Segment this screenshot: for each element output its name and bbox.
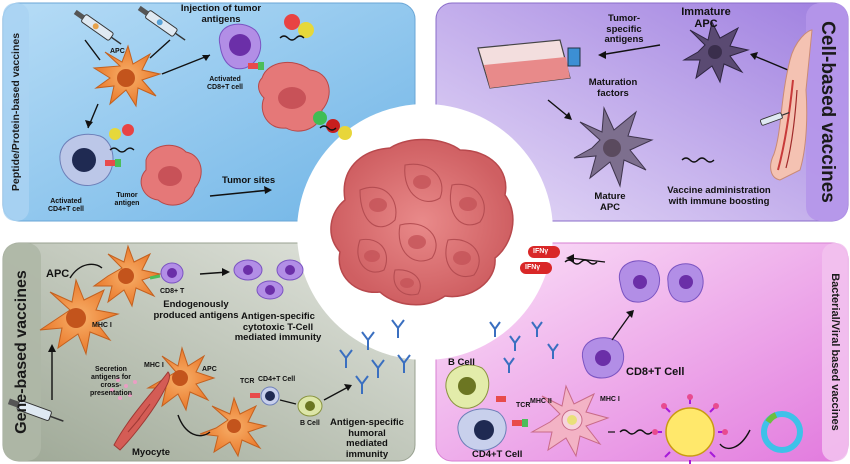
tumor-cell-illustration-1	[258, 61, 330, 132]
bact-mhc1-label: MHC I	[600, 396, 620, 403]
gene-apc-mid-label: APC	[202, 366, 217, 373]
bact-cd4-illustration	[457, 408, 507, 451]
myocyte-illustration	[113, 371, 171, 451]
syringe-icon-1	[73, 9, 122, 45]
peptide-quadrant-title: Peptide/Protein-based vaccines	[10, 32, 22, 192]
bact-apc-illustration	[530, 384, 610, 458]
gene-mhc1-a-label: MHC I	[92, 322, 112, 329]
gene-mhc1-b-label: MHC I	[144, 362, 164, 369]
ifn-badge-1	[528, 246, 560, 258]
gene-apc-top-label: APC	[46, 268, 70, 280]
gene-cd4t-label: CD4+T Cell	[258, 376, 296, 383]
gene-illustrations	[7, 244, 411, 458]
antibody-icons-gene	[339, 319, 411, 394]
syringe-icon-2	[137, 5, 186, 41]
antibody-icons-bact	[489, 321, 559, 373]
peptide-injection-label: Injection of tumor antigens	[180, 3, 262, 25]
syringe-icon-3	[759, 111, 790, 126]
bact-bcell-label: B Cell	[448, 357, 475, 368]
gene-cd8t-label: CD8+ T	[160, 288, 185, 295]
bact-ifn1-label: IFNγ	[533, 248, 549, 255]
tumor-cell-illustration-2	[140, 144, 202, 206]
bact-cd8-label: CD8+T Cell	[626, 366, 685, 378]
peptide-tumor-antigen-label: Tumor antigen	[114, 192, 140, 207]
bact-ifn2-label: IFNγ	[525, 264, 541, 271]
culture-flask-illustration	[477, 39, 581, 89]
gene-tcr-label: TCR	[240, 378, 255, 385]
secreted-antigens	[110, 378, 137, 400]
tumor-mass-illustration	[330, 138, 514, 306]
cell-maturation-label: Maturation factors	[588, 77, 638, 99]
cell-vaccine-admin-label: Vaccine administration with immune boost…	[667, 185, 771, 207]
gene-apc-left-illustration	[39, 278, 120, 356]
cell-tumor-specific-label: Tumor-specific antigens	[604, 13, 644, 45]
bacterial-quadrant-title: Bacterial/Viral based vaccines	[829, 273, 841, 431]
bacterial-illustrations	[445, 246, 803, 464]
gene-bcell-label: B Cell	[300, 420, 320, 427]
plasmid-ring-illustration	[761, 411, 803, 453]
gene-endogenous-label: Endogenously produced antigens	[153, 299, 239, 321]
cytokine-icons-1	[284, 14, 352, 140]
bact-mhc2-label: MHC II	[530, 398, 552, 405]
gene-apc-top-illustration	[92, 244, 162, 308]
syringe-icon-4	[7, 398, 64, 422]
cell-illustrations	[477, 20, 813, 188]
apc-cell-illustration	[92, 44, 162, 108]
gene-ctl-label: Antigen-specific cytotoxic T-Cell mediat…	[234, 311, 322, 343]
cell-mature-apc-label: Mature APC	[594, 191, 626, 213]
bact-tcr-label: TCR	[516, 402, 531, 409]
gene-humoral-label: Antigen-specific humoral mediated immuni…	[330, 417, 404, 460]
ifn-badge-2	[520, 262, 552, 274]
peptide-tumor-sites-label: Tumor sites	[222, 175, 276, 186]
human-body-illustration	[770, 29, 813, 181]
gene-bcell-illustration	[297, 395, 323, 417]
peptide-title-strip	[3, 3, 29, 221]
gene-quadrant-title: Gene-based vaccines	[13, 270, 30, 434]
mature-apc-illustration	[573, 106, 654, 188]
cell-quadrant-title: Cell-based vaccines	[817, 21, 838, 203]
cell-immature-apc-label: Immature APC	[681, 6, 731, 30]
peptide-illustrations	[59, 5, 352, 206]
gene-cd4-illustration	[260, 386, 280, 406]
gene-myocyte-label: Myocyte	[132, 447, 171, 458]
cell-title-strip	[806, 3, 848, 221]
virus-particle-illustration	[652, 394, 728, 464]
gene-cd8-illustration	[160, 262, 184, 284]
bacterial-title-strip	[822, 243, 848, 461]
peptide-apc-label: APC	[110, 48, 125, 55]
gene-secretion-label: Secretion antigens for cross-presentatio…	[89, 366, 132, 397]
gene-apc-bottom-illustration	[199, 396, 268, 458]
bact-bcell-illustration	[445, 364, 490, 409]
peptide-activated-cd4-label: Activated CD4+T cell	[48, 198, 84, 213]
immature-apc-illustration	[682, 20, 750, 84]
peptide-activated-cd8-label: Activated CD8+T cell	[207, 76, 243, 91]
cd8-tcell-illustration	[218, 23, 264, 70]
bact-cd4-label: CD4+T Cell	[472, 449, 523, 460]
cd4-tcell-illustration	[59, 133, 121, 186]
